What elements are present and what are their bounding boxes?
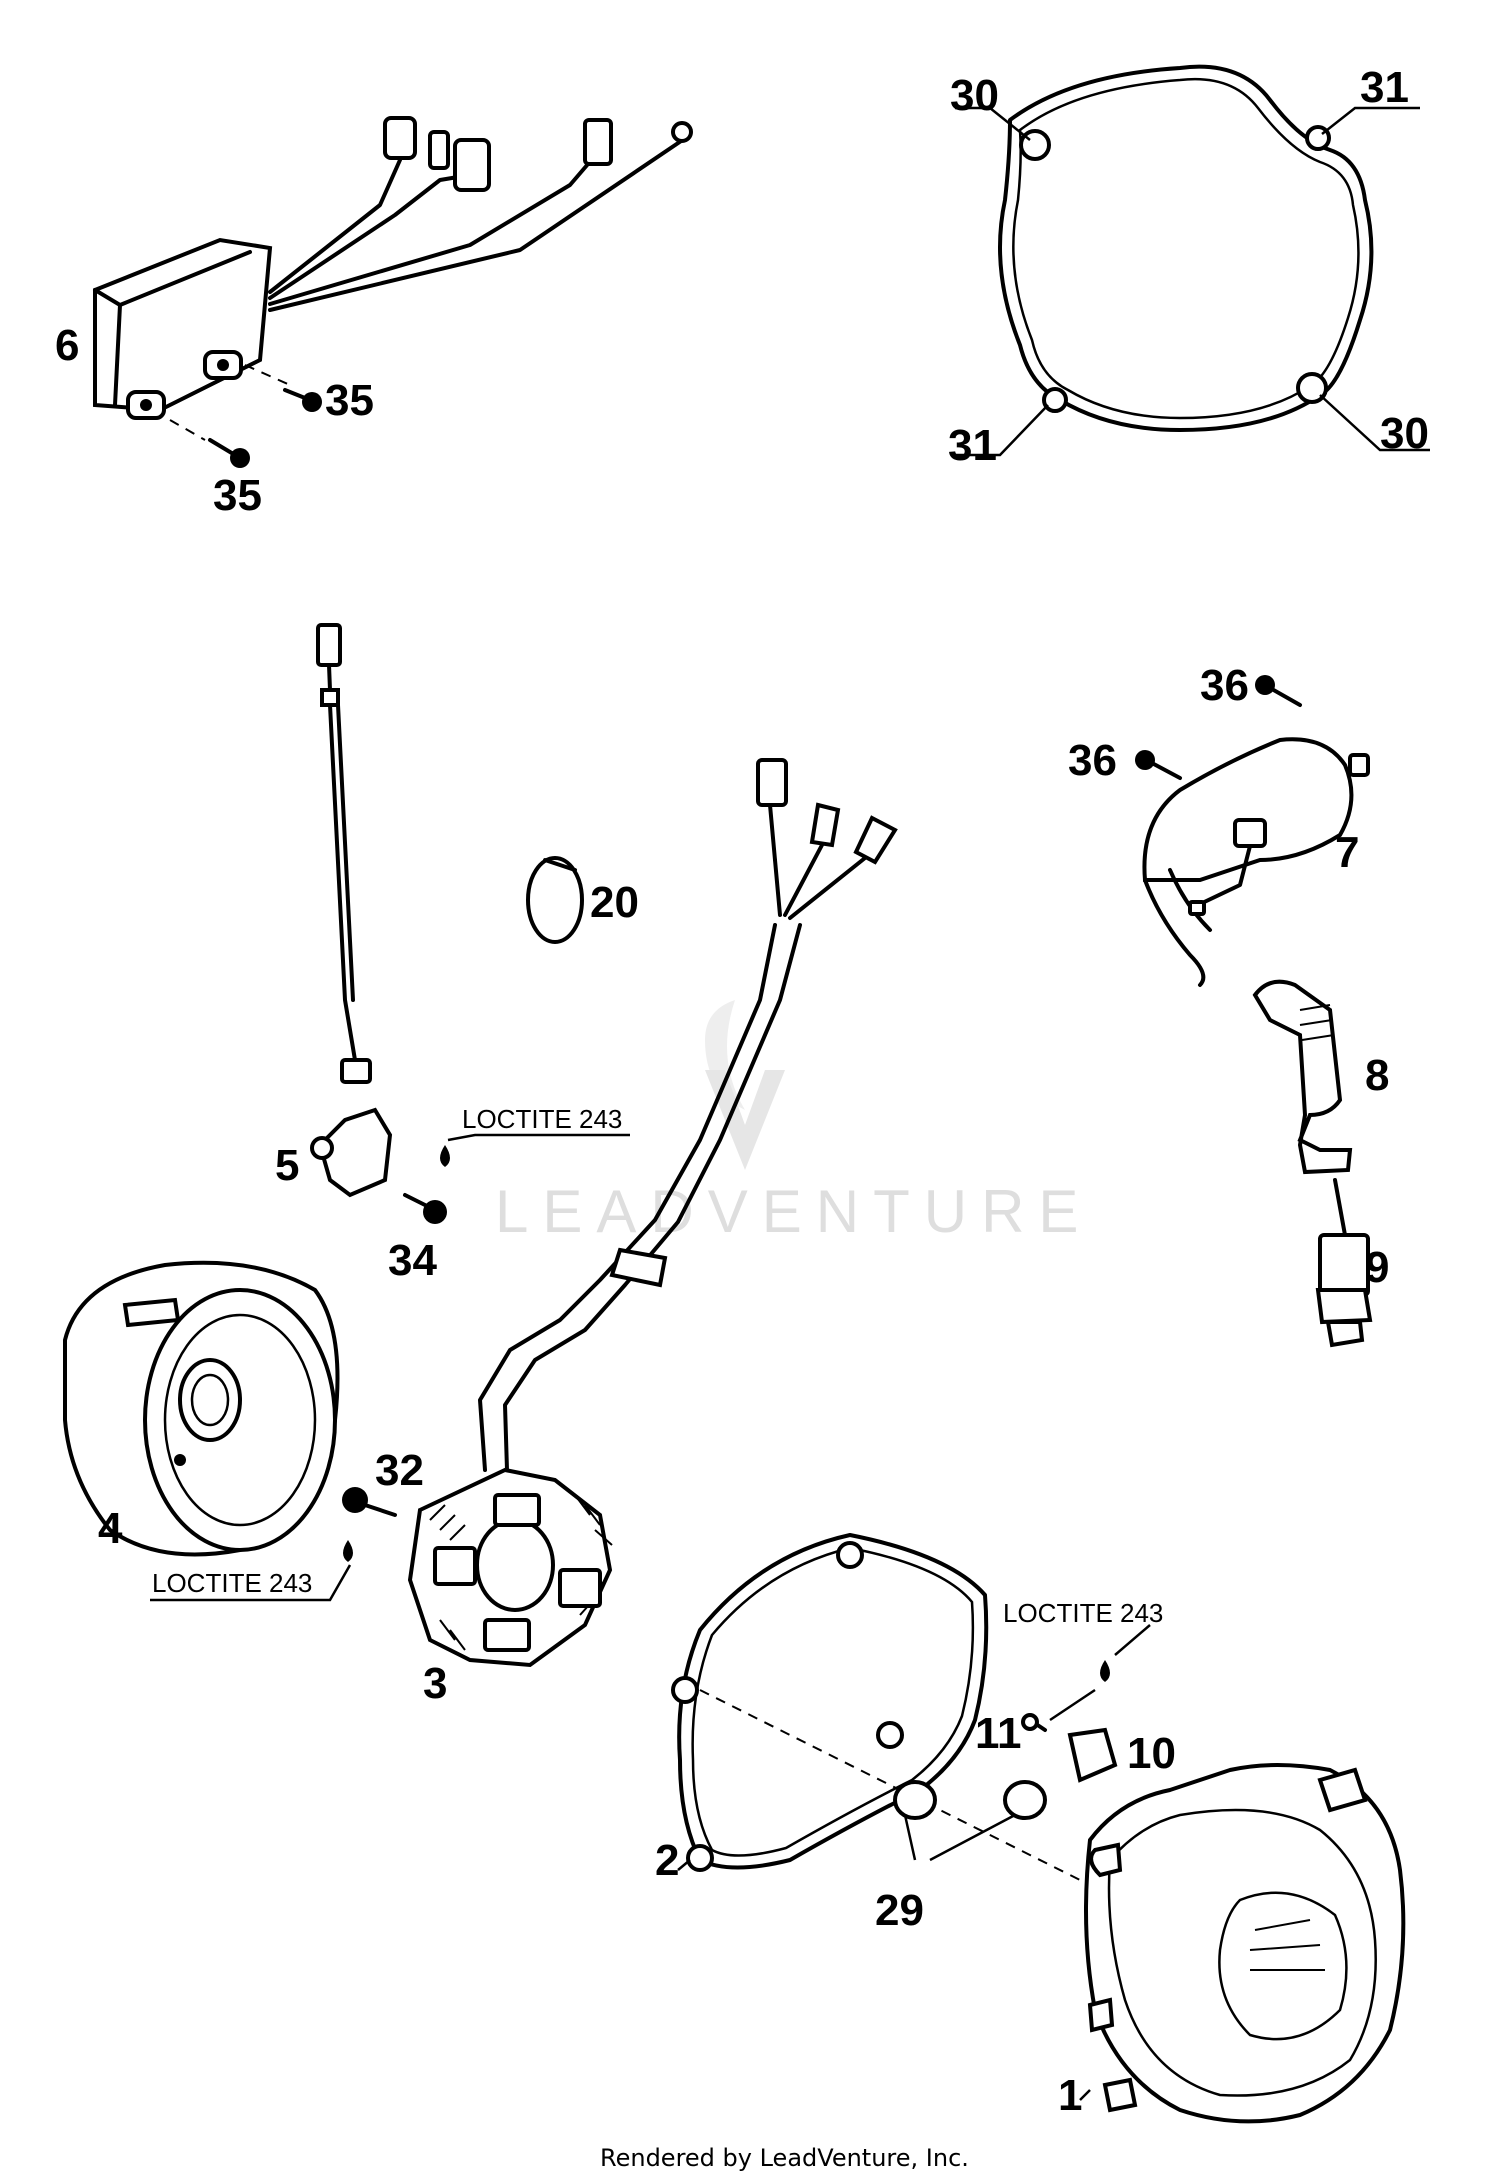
- leadventure-watermark: LEADVENTURE: [495, 1000, 1092, 1245]
- label-5: 5: [275, 1141, 299, 1190]
- label-9: 9: [1365, 1243, 1389, 1292]
- cdi-unit[interactable]: [93, 116, 693, 420]
- screw-34[interactable]: [403, 1193, 447, 1224]
- ignition-coil[interactable]: [1142, 737, 1370, 987]
- label-31-bottom: 31: [948, 421, 997, 470]
- pulse-generator[interactable]: [310, 623, 393, 1198]
- loctite-drop-b: [343, 1540, 353, 1562]
- label-29: 29: [875, 1886, 924, 1935]
- label-30-bottom: 30: [1380, 409, 1429, 458]
- label-30-top: 30: [950, 71, 999, 120]
- loctite-note-b: LOCTITE 243: [152, 1568, 312, 1598]
- label-4: 4: [98, 1504, 123, 1553]
- label-2: 2: [655, 1836, 679, 1885]
- leader-2: [677, 1859, 691, 1871]
- leader-loctite-b: [150, 1564, 352, 1602]
- generator-cover-gasket[interactable]: [998, 64, 1374, 432]
- label-35-lower: 35: [213, 471, 262, 520]
- leader-loctite-c: [1049, 1624, 1151, 1722]
- spark-plug[interactable]: [1315, 1178, 1373, 1348]
- leader-31b: [955, 404, 1049, 457]
- screw-36-upper[interactable]: [1255, 675, 1302, 707]
- label-7: 7: [1335, 828, 1359, 877]
- leader-1: [1079, 2089, 1091, 2101]
- leader-30a: [955, 106, 1031, 141]
- spark-plug-connector[interactable]: [1252, 979, 1353, 1175]
- label-10: 10: [1127, 1729, 1176, 1778]
- label-36-lower: 36: [1068, 736, 1117, 785]
- label-35-upper: 35: [325, 376, 374, 425]
- label-32: 32: [375, 1446, 424, 1495]
- label-11: 11: [975, 1709, 1022, 1758]
- label-1: 1: [1058, 2071, 1082, 2120]
- label-3: 3: [423, 1659, 447, 1708]
- stator-assembly[interactable]: [407, 758, 898, 1668]
- loctite-drop-a: [440, 1145, 450, 1167]
- name-plate-10[interactable]: [1067, 1727, 1118, 1783]
- label-20: 20: [590, 878, 639, 927]
- dowel-sleeve-right[interactable]: [1003, 1780, 1047, 1820]
- leader-29: [903, 1813, 1016, 1862]
- label-34: 34: [388, 1236, 437, 1285]
- hose-clamp[interactable]: [526, 856, 584, 944]
- generator-cover[interactable]: [1084, 1763, 1406, 2124]
- label-36-upper: 36: [1200, 661, 1249, 710]
- leader-31a: [1321, 106, 1420, 135]
- screw-11[interactable]: [1021, 1713, 1047, 1732]
- label-8: 8: [1365, 1051, 1389, 1100]
- leader-loctite-a: [447, 1133, 630, 1142]
- screw-35-lower[interactable]: [169, 419, 250, 468]
- flywheel-rotor[interactable]: [63, 1260, 340, 1557]
- screw-35-upper[interactable]: [244, 364, 322, 412]
- loctite-note-c: LOCTITE 243: [1003, 1598, 1163, 1628]
- loctite-note-a: LOCTITE 243: [462, 1104, 622, 1134]
- screw-32[interactable]: [342, 1487, 397, 1517]
- label-6: 6: [55, 321, 79, 370]
- leader-30b: [1319, 394, 1430, 452]
- dowel-sleeve-left[interactable]: [893, 1780, 937, 1820]
- cover-gasket[interactable]: [671, 1533, 989, 1872]
- screw-36-lower[interactable]: [1135, 750, 1182, 780]
- label-31-top: 31: [1360, 63, 1409, 112]
- watermark-text: LEADVENTURE: [495, 1178, 1092, 1245]
- footer-credit: Rendered by LeadVenture, Inc.: [600, 2144, 969, 2172]
- loctite-drop-c: [1100, 1660, 1110, 1682]
